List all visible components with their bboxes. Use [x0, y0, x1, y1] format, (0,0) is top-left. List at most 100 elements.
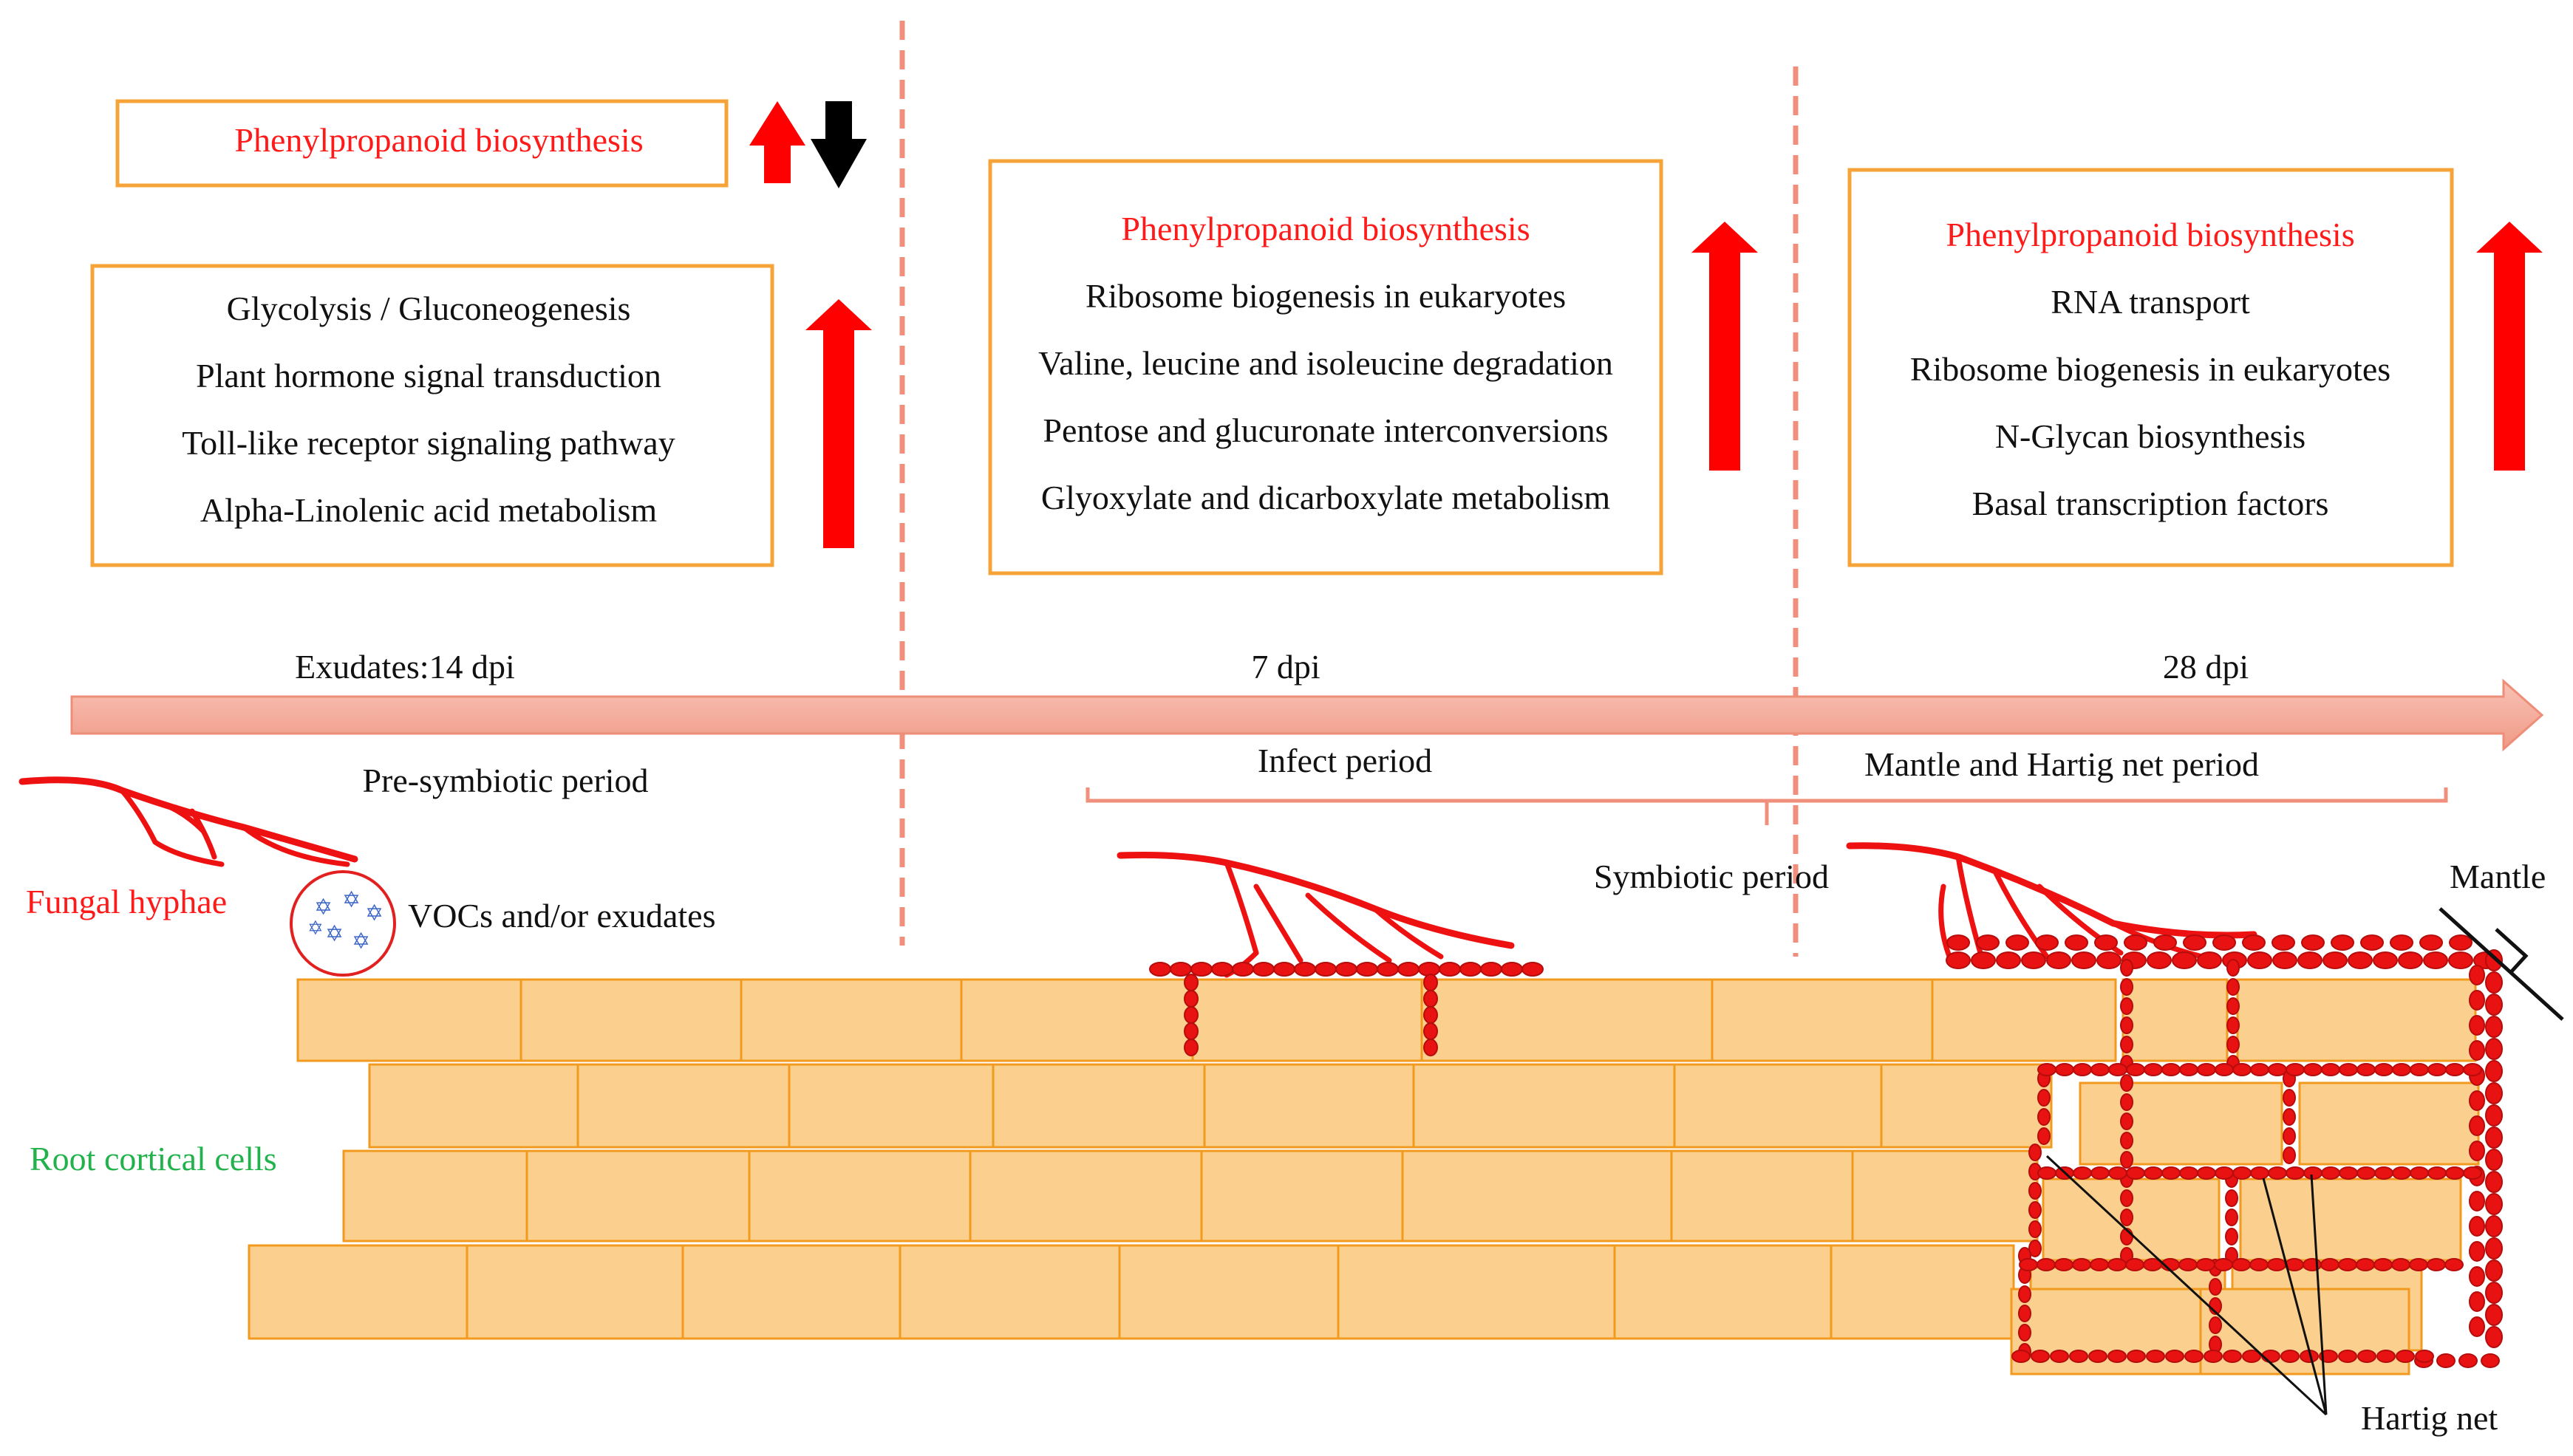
hyphal-cell	[1397, 962, 1420, 977]
mantle-cell	[2469, 1266, 2485, 1287]
root-cortical-cells-label: Root cortical cells	[30, 1140, 277, 1178]
hartig-net-cell	[2161, 1166, 2181, 1180]
box-line: Alpha-Linolenic acid metabolism	[200, 491, 657, 529]
hartig-net-cell	[2178, 1258, 2198, 1271]
box-line: Plant hormone signal transduction	[196, 357, 661, 394]
hartig-net-cell	[2427, 1258, 2446, 1271]
mantle-cell	[2485, 1171, 2503, 1193]
molecule-icon: ✡	[307, 917, 324, 939]
hartig-net-cell	[2396, 1350, 2415, 1363]
mantle-cell	[2485, 1127, 2503, 1149]
period-label: Pre-symbiotic period	[362, 762, 648, 799]
hartig-net-cell	[2392, 1166, 2411, 1180]
mantle-cell	[2297, 951, 2322, 969]
pre-symbiotic-bottom-box: Glycolysis / Gluconeogenesis Plant hormo…	[90, 264, 774, 567]
up-arrow	[1691, 222, 1758, 471]
hartig-net-cell	[2120, 1074, 2133, 1092]
hartig-net-cell	[2339, 1166, 2358, 1180]
vocs-label: VOCs and/or exudates	[408, 897, 715, 934]
mantle-cell	[2348, 951, 2373, 969]
hartig-net-cell	[2165, 1350, 2184, 1363]
hyphal-cell	[1501, 962, 1523, 977]
hartig-net-cell	[2197, 1063, 2216, 1076]
hartig-net-cell	[2214, 1258, 2233, 1271]
hartig-net-cell	[2338, 1258, 2357, 1271]
mantle-cell	[2469, 965, 2485, 985]
mantle-cell	[2485, 1104, 2503, 1127]
mantle-cell	[2469, 1241, 2485, 1262]
hartig-net-cell	[2146, 1350, 2165, 1363]
mantle-bracket	[2439, 907, 2564, 1021]
mantle-cell	[2469, 990, 2485, 1011]
hartig-net-cell	[2226, 959, 2240, 977]
hyphal-cell	[1184, 1022, 1199, 1040]
mantle-cell	[2322, 951, 2348, 969]
hartig-net-cell	[2303, 1063, 2322, 1076]
hartig-net-cell	[2107, 1350, 2127, 1363]
hartig-net-cell	[2069, 1350, 2088, 1363]
hartig-net-cell	[2090, 1063, 2110, 1076]
mantle-cell	[1976, 934, 2000, 951]
hyphal-cell	[1423, 990, 1438, 1008]
hartig-net-cell	[2410, 1166, 2429, 1180]
mantle-cell	[2469, 1291, 2485, 1312]
hartig-net-cell	[2120, 1209, 2133, 1226]
mantle-cell	[2419, 934, 2443, 951]
hartig-net-cell	[2283, 1146, 2296, 1164]
mantle-cell	[2183, 934, 2206, 951]
hartig-net-cell	[2225, 1228, 2238, 1245]
hartig-net-cell	[2226, 997, 2240, 1015]
mantle-cell	[2247, 951, 2272, 969]
hartig-net-cell	[2357, 1350, 2376, 1363]
hartig-net-cell	[2268, 1063, 2287, 1076]
hartig-net-cell	[2232, 1063, 2252, 1076]
hartig-net-cell	[2415, 1350, 2434, 1363]
mantle-cell	[2485, 1237, 2503, 1260]
hyphal-cell	[1521, 962, 1544, 977]
hyphal-cell	[1232, 962, 1254, 977]
mantle-cell	[2485, 1060, 2503, 1082]
hyphal-cell	[1184, 990, 1199, 1008]
hartig-net-cell	[2107, 1258, 2127, 1271]
timeline-arrow	[70, 678, 2544, 752]
hartig-net-cell	[2427, 1166, 2447, 1180]
hartig-net-cell	[2090, 1166, 2110, 1180]
fungal-mycelium-cells	[1149, 934, 2503, 1368]
mantle-cell	[2096, 951, 2122, 969]
up-arrow	[2476, 222, 2543, 471]
hartig-net-cell	[2120, 1093, 2133, 1111]
box-line: Phenylpropanoid biosynthesis	[1121, 210, 1530, 247]
hartig-net-cell	[2090, 1258, 2109, 1271]
mantle-cell	[2423, 951, 2448, 969]
mantle-cell	[2469, 1115, 2485, 1136]
mantle-cell	[2449, 934, 2473, 951]
hartig-net-cell	[2088, 1350, 2107, 1363]
hartig-net-cell	[2197, 1166, 2216, 1180]
hartig-net-cell	[2018, 1285, 2031, 1303]
mantle-cell	[2458, 1353, 2478, 1368]
hartig-net-cell	[2037, 1108, 2051, 1126]
hyphal-cell	[1170, 962, 1192, 977]
period-label: Mantle and Hartig net period	[1864, 745, 2259, 783]
vocs-exudates-circle: ✡ ✡ ✡ ✡ ✡ ✡	[290, 870, 396, 977]
molecule-icon: ✡	[365, 901, 384, 926]
hartig-net-cell	[2037, 1127, 2051, 1145]
mantle-cell	[2485, 1038, 2503, 1060]
mantle-cell	[2331, 934, 2354, 951]
hartig-net-cell	[2209, 1316, 2222, 1334]
timepoint-label: Exudates:14 dpi	[295, 648, 515, 686]
hyphal-cell	[1459, 962, 1482, 977]
mantle-cell	[2469, 1040, 2485, 1061]
hyphal-cell	[1356, 962, 1378, 977]
mantle-cell	[2094, 934, 2118, 951]
mantle-cell	[2046, 951, 2071, 969]
mantle-cell	[2035, 934, 2059, 951]
box-line: Phenylpropanoid biosynthesis	[1946, 216, 2354, 253]
pre-symbiotic-regulation-arrows	[749, 101, 867, 188]
hartig-net-cell	[2242, 1350, 2261, 1363]
hartig-net-cell	[2226, 1036, 2240, 1053]
hartig-net-cell	[2028, 1144, 2042, 1161]
mantle-cell	[2485, 1016, 2503, 1038]
hyphal-cell	[1149, 962, 1171, 977]
hartig-net-cell	[2392, 1063, 2411, 1076]
